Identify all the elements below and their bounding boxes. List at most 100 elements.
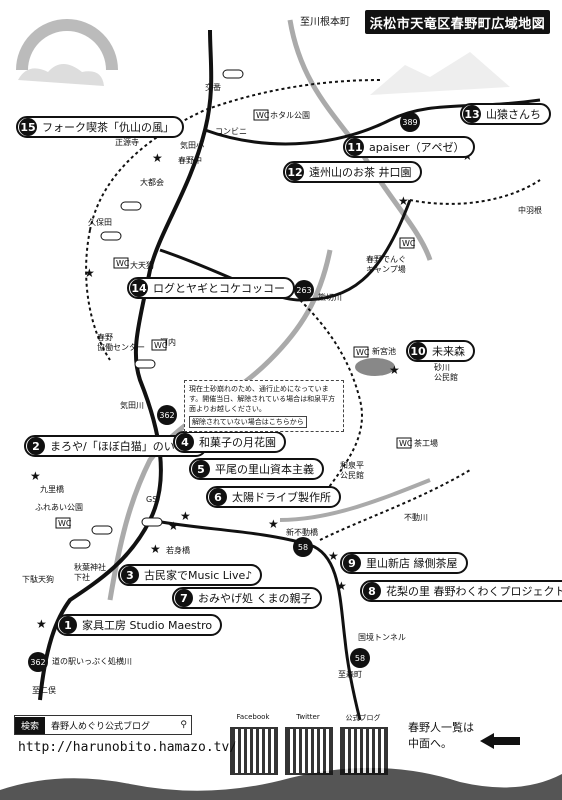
svg-text:WC: WC [116, 259, 130, 268]
search-icon: ⚲ [180, 720, 187, 730]
label-shinmiyaike: 新宮池 [372, 346, 396, 356]
spot-label: 平尾の里山資本主義 [215, 463, 314, 476]
search-box[interactable]: 検索 春野人めぐり公式ブログ ⚲ [14, 715, 192, 735]
star-icon: ★ [36, 617, 47, 631]
star-icon: ★ [30, 469, 41, 483]
star-icon: ★ [168, 519, 179, 533]
label-kubota: 久保田 [88, 217, 112, 227]
qr-label-twitter: Twitter [296, 713, 320, 721]
route-shield-58-mid: 58 [293, 537, 313, 557]
svg-text:WC: WC [58, 519, 72, 528]
label-kyodo: 春野協働センター [97, 332, 145, 352]
ichiran-note: 春野人一覧は 中面へ。 [408, 721, 474, 750]
svg-text:389: 389 [402, 118, 417, 127]
spot-number: 5 [192, 460, 210, 478]
qr-code-twitter[interactable] [285, 727, 333, 775]
spot-label: 遠州山のお茶 井口園 [309, 166, 412, 179]
star-icon: ★ [389, 363, 400, 377]
spot-label: 未来森 [432, 345, 465, 358]
svg-text:263: 263 [296, 286, 311, 295]
label-michinoeki: 道の駅いっぷく処横川 [52, 656, 132, 666]
spot-8[interactable]: 8 花梨の里 春野わくわくプロジェクト [360, 580, 562, 602]
spot-label: 太陽ドライブ製作所 [232, 491, 331, 504]
route-shield-389: 389 [400, 112, 420, 132]
spot-number: 14 [130, 279, 148, 297]
label-moriya: 至森町 [338, 669, 362, 679]
spot-label: 家具工房 Studio Maestro [82, 619, 213, 632]
spot-label: まろや/「ほぼ白猫」のいる宿 [50, 440, 197, 453]
spot-10[interactable]: 10 未来森 [406, 340, 475, 362]
label-shouenji: 正源寺 [115, 138, 139, 147]
svg-text:58: 58 [355, 654, 365, 663]
rainbow-icon [16, 19, 118, 71]
road-dotted-west [85, 229, 111, 361]
label-kunitoko: 国境トンネル [358, 632, 406, 642]
qr-code-blog[interactable] [340, 727, 388, 775]
river-fudou [279, 478, 431, 522]
spot-label: 山猿さんち [486, 108, 541, 121]
spot-7[interactable]: 7 おみやげ処 くまの親子 [172, 587, 322, 609]
route-shield-58-south: 58 [350, 648, 370, 668]
star-icon: ★ [150, 542, 161, 556]
label-kawauchi: 河内 [160, 337, 176, 347]
label-kawanemoto: 至川根本町 [300, 15, 350, 28]
spot-number: 8 [363, 582, 381, 600]
svg-text:58: 58 [298, 543, 308, 552]
search-tag: 検索 [15, 716, 46, 734]
road-closure-notice: 現在土砂崩れのため、通行止めになっています。開催当日、解除されている場合は和泉平… [184, 380, 344, 432]
label-shimokettendai: 下駄天狗 [22, 574, 54, 584]
label-keta: 気田小 [180, 140, 204, 150]
map-title: 浜松市天竜区春野町広域地図 [365, 10, 550, 34]
notice-highlight: 解除されていない場合はこちらから [189, 416, 307, 428]
lake-shinmiyaike [355, 358, 395, 376]
road-south [149, 518, 362, 721]
route-shield-362-north: 362 [157, 405, 177, 425]
label-chakojo: 茶工場 [414, 438, 438, 448]
road-dotted-east [409, 179, 541, 205]
spot-label: おみやげ処 くまの親子 [198, 592, 312, 605]
spot-number: 12 [286, 163, 304, 181]
label-hotaru: ホタル公園 [270, 111, 310, 120]
notice-text: 現在土砂崩れのため、通行止めになっています。開催当日、解除されている場合は和泉平… [189, 385, 336, 413]
spot-12[interactable]: 12 遠州山のお茶 井口園 [283, 161, 422, 183]
spot-number: 15 [19, 118, 37, 136]
svg-text:WC: WC [402, 239, 416, 248]
spot-number: 10 [409, 342, 427, 360]
spot-number: 11 [346, 138, 364, 156]
search-text: 春野人めぐり公式ブログ [51, 721, 151, 732]
star-icon: ★ [268, 517, 279, 531]
label-kyuribashi: 九里橋 [40, 484, 64, 494]
blog-url[interactable]: http://harunobito.hamazo.tv/ [18, 740, 238, 755]
label-haruno-naka: 春野中 [178, 155, 202, 165]
spot-number: 6 [209, 488, 227, 506]
star-icon: ★ [398, 194, 409, 208]
arrow-left-icon [480, 733, 494, 749]
spot-6[interactable]: 6 太陽ドライブ製作所 [206, 486, 341, 508]
star-icon: ★ [328, 549, 339, 563]
traffic-signal-icons [69, 69, 244, 549]
spot-5[interactable]: 5 平尾の里山資本主義 [189, 458, 324, 480]
qr-code-facebook[interactable] [230, 727, 278, 775]
label-ketagawa: 気田川 [120, 400, 144, 410]
route-shield-362-south: 362 [28, 652, 48, 672]
road-dotted-fudou [319, 469, 471, 541]
spot-number: 7 [175, 589, 193, 607]
spot-13[interactable]: 13 山猿さんち [460, 103, 551, 125]
spot-number: 3 [121, 566, 139, 584]
svg-text:362: 362 [159, 411, 174, 420]
spot-label: 花梨の里 春野わくわくプロジェクト [386, 585, 562, 598]
label-kumakiri: 熊切川 [318, 292, 342, 302]
road-dotted-north [89, 79, 381, 231]
svg-text:WC: WC [399, 439, 413, 448]
spot-number: 13 [463, 105, 481, 123]
label-daitenkou: 大天狗 [130, 260, 154, 270]
